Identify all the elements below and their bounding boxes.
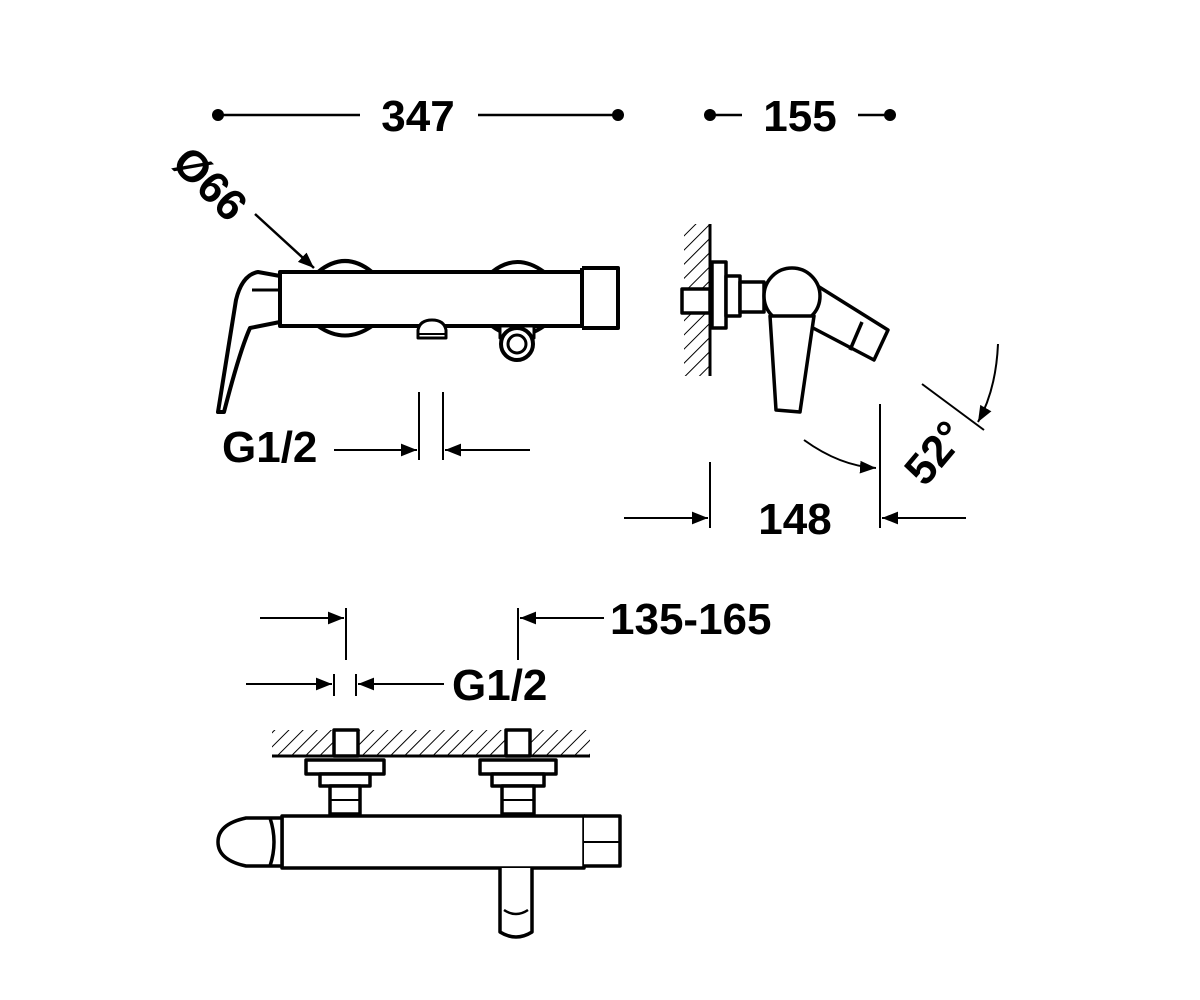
dimension-155: 155 [704,92,896,141]
dimension-front-g12: G1/2 [222,392,530,472]
top-spout [498,868,534,939]
dimension-label-148: 148 [758,495,831,544]
dimension-label-top-g12: G1/2 [452,661,547,710]
mixer-body [278,270,584,328]
dimension-label-155: 155 [763,92,836,141]
side-escutcheon [710,260,728,330]
side-lever [768,314,816,414]
end-cap [582,266,620,330]
front-view [216,259,620,414]
left-wall-connector [332,728,360,758]
top-lever [216,816,284,868]
top-view [216,728,622,939]
diverter-button [416,318,448,340]
dimension-135-165: 135-165 [260,595,771,660]
dimension-label-347: 347 [381,92,454,141]
top-mixer-body [280,814,586,870]
side-connector [680,287,712,315]
left-escutcheon [304,758,386,776]
left-handle-knob-bottom [316,324,374,338]
dimension-diameter: Ø66 [163,137,315,269]
dimension-label-front-g12: G1/2 [222,423,317,472]
lever [216,270,282,414]
dimension-label-135-165: 135-165 [610,595,771,644]
dimension-347: 347 [212,92,624,141]
dimension-label-angle: 52° [895,412,975,494]
right-escutcheon [478,758,558,776]
right-wall-connector [504,728,532,758]
dimension-angle: 52° [803,343,999,494]
side-view [680,224,890,414]
left-handle-knob [316,259,374,274]
dimension-label-diameter: Ø66 [163,137,256,230]
top-wall-hatch [272,730,590,756]
dimension-top-g12: G1/2 [246,661,547,710]
right-handle-knob [490,260,546,274]
dimension-148: 148 [624,404,966,544]
